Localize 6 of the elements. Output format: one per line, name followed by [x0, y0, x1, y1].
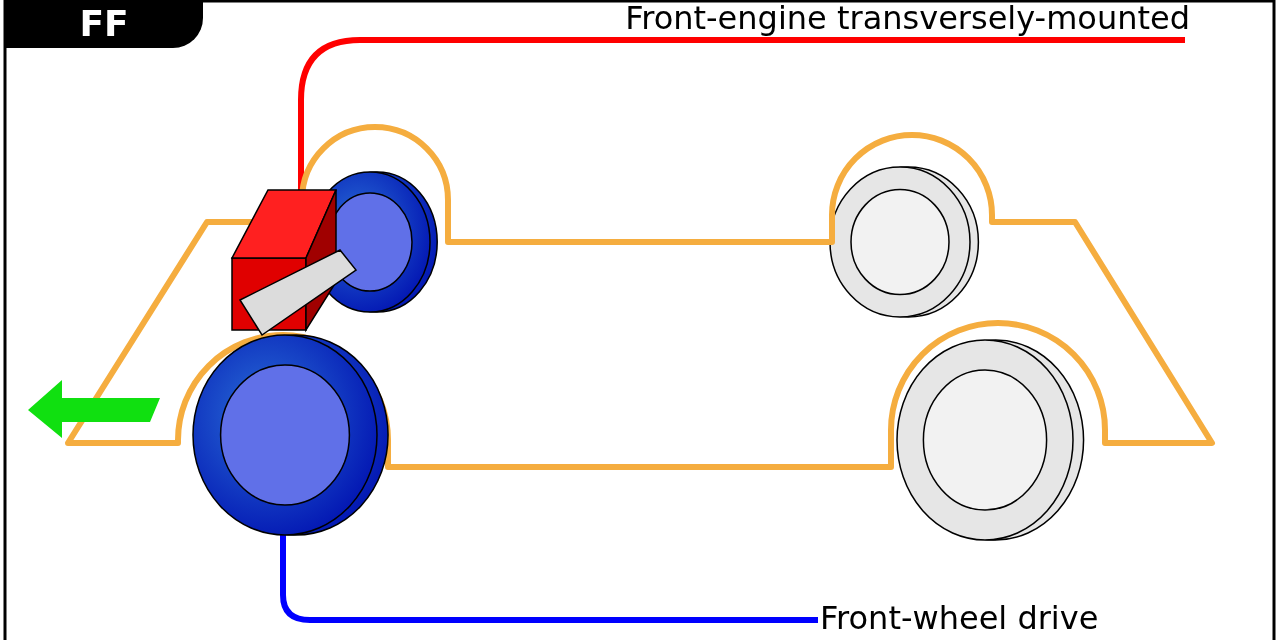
- leader-line: [298, 37, 1185, 190]
- caption-text: Front-engine transversely-mounted: [625, 0, 1190, 36]
- leader-line: [280, 535, 818, 623]
- caption-text: Front-wheel drive: [820, 600, 1099, 636]
- layout-badge: FF: [5, 0, 203, 48]
- wheel-drawing: [192, 249, 389, 536]
